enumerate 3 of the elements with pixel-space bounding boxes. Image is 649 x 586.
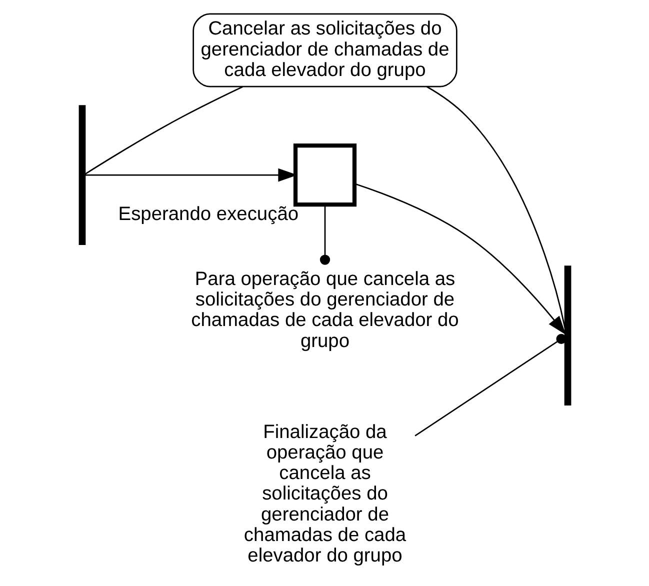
node-label: Esperando execução [118,204,298,225]
node-text: Finalização da operação que cancela as solicitações do gerenciador de chamadas de cada elevador do grupo [243,422,406,566]
node-text: Para operação que cancela as solicitações do gerenciador de chamadas de cada elevador do grupo [190,269,458,352]
